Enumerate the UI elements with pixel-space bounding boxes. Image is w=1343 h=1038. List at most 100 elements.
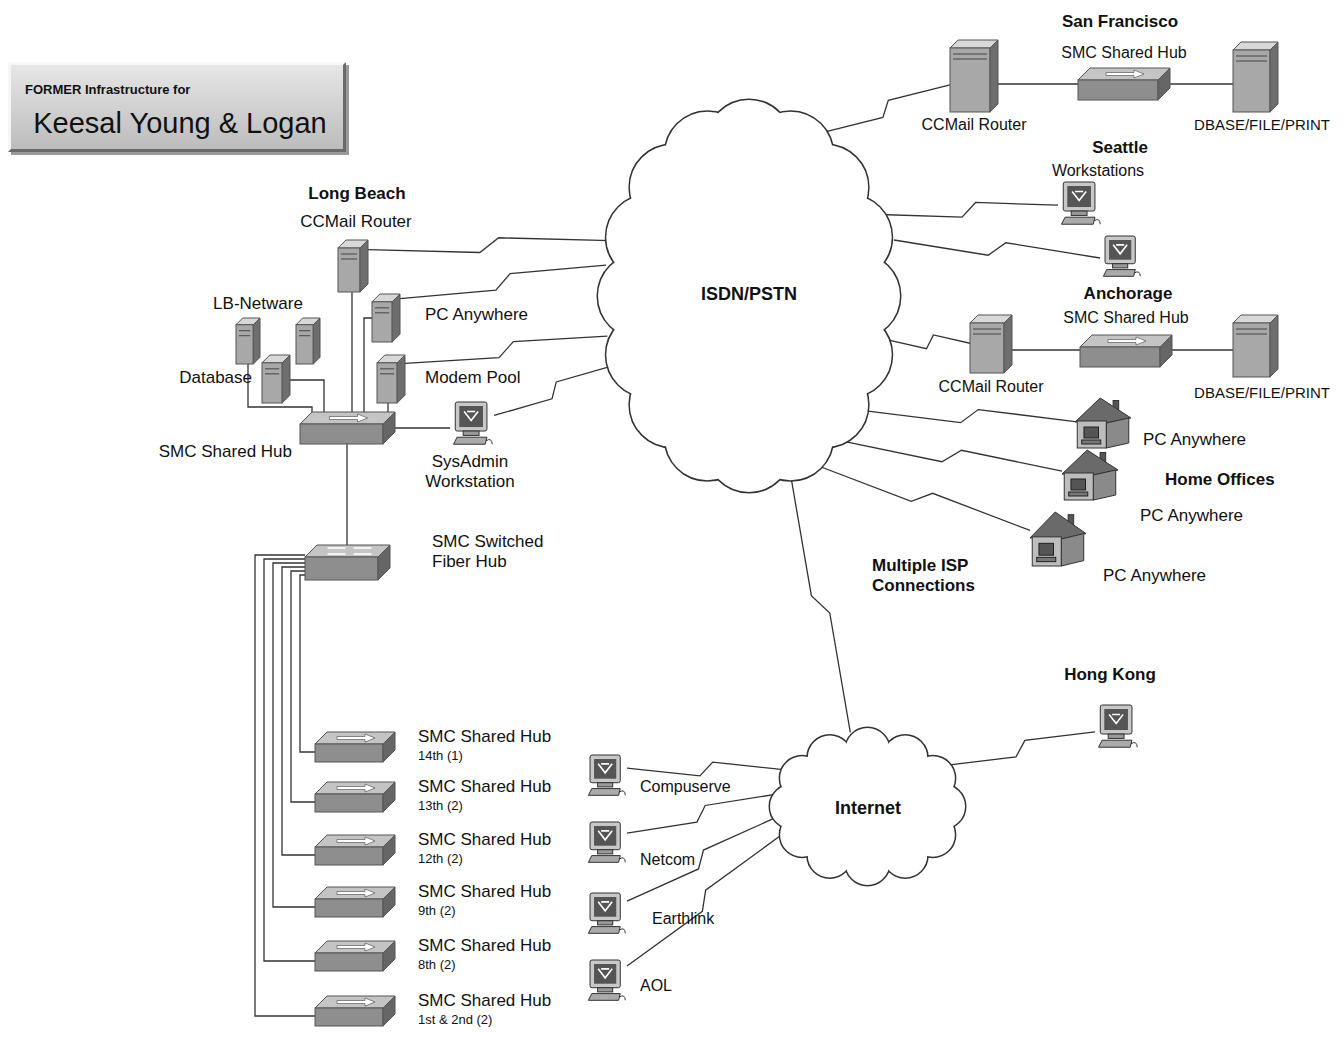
location-label: Home Offices — [1165, 470, 1275, 490]
network-cloud: ISDN/PSTN — [598, 100, 900, 492]
device-label: CCMail Router — [922, 116, 1027, 134]
device-icon — [315, 782, 395, 812]
house-side — [1093, 470, 1115, 500]
hub-arrow — [337, 837, 375, 845]
hub-front — [1080, 347, 1160, 367]
hub-node: SMC Shared Hub14th (1) — [315, 732, 395, 762]
seattle-second-workstation — [1103, 236, 1140, 276]
device-label: Workstations — [1052, 162, 1144, 180]
serial-link — [841, 441, 1062, 471]
monitor-stand — [598, 988, 613, 992]
hub-front — [315, 899, 383, 917]
server-side — [990, 40, 998, 112]
mouse-cable — [619, 791, 625, 795]
screen-symbol — [1113, 245, 1127, 254]
cloud-fill — [598, 100, 900, 492]
device-label: CCMail Router — [939, 378, 1044, 396]
device-icon — [315, 996, 395, 1026]
switch-arrow — [328, 553, 346, 555]
monitor-screen — [459, 406, 483, 427]
cloud-fill — [770, 728, 965, 885]
device-icon — [1030, 512, 1086, 566]
device-icon — [315, 941, 395, 971]
device-label: PC Anywhere — [425, 305, 528, 325]
workstation-node: Workstations — [1058, 182, 1102, 226]
monitor-screen — [594, 897, 616, 917]
device-icon — [315, 887, 395, 917]
server-slot — [375, 312, 389, 313]
device-label: CCMail Router — [300, 212, 411, 232]
device-label: SMC Shared Hub — [159, 442, 292, 462]
server-front — [372, 302, 392, 342]
monitor-stand — [463, 431, 479, 435]
server-slot — [953, 54, 987, 55]
keyboard — [588, 994, 620, 1001]
server-front — [1233, 323, 1270, 377]
keyboard — [1062, 217, 1095, 224]
server-slot — [953, 59, 987, 60]
device-label: DBASE/FILE/PRINT — [1194, 116, 1330, 133]
server-slot — [973, 334, 1001, 335]
hub-top — [315, 887, 395, 899]
house-body — [1064, 473, 1093, 500]
mouse-cable — [1134, 272, 1140, 276]
house-pc-base — [1082, 440, 1101, 444]
switch-arrow — [354, 547, 372, 549]
device-icon — [315, 732, 395, 762]
workstation-node: Compuserve — [585, 755, 627, 797]
device-icon — [1078, 68, 1170, 100]
floor-label: 1st & 2nd (2) — [418, 1013, 492, 1028]
lan-cable — [273, 563, 315, 907]
server-node: DBASE/FILE/PRINT — [1233, 315, 1278, 377]
device-icon — [1080, 335, 1172, 367]
floor-label: 13th (2) — [418, 799, 463, 814]
server-slot — [1236, 61, 1267, 62]
device-icon — [372, 294, 400, 342]
monitor-stand — [1071, 211, 1087, 215]
screen-symbol — [598, 764, 612, 773]
hub-front — [315, 953, 383, 971]
screen-symbol — [464, 412, 478, 421]
keyboard — [588, 927, 620, 934]
device-label: DBASE/FILE/PRINT — [1194, 384, 1330, 401]
house-pc-base — [1069, 492, 1088, 496]
lan-cable — [1170, 83, 1233, 84]
server-front — [236, 325, 253, 364]
hub-side — [383, 732, 395, 762]
server-side — [282, 355, 290, 403]
device-icon — [377, 355, 405, 403]
switch-node: SMC Switched Fiber Hub — [305, 545, 390, 580]
device-label: PC Anywhere — [1140, 506, 1243, 526]
workstation-node: SysAdmin Workstation — [450, 402, 494, 446]
mouse-cable — [1131, 743, 1137, 748]
device-label: Hong Kong — [1064, 665, 1156, 685]
server-slot — [375, 307, 389, 308]
server-node: CCMail Router — [338, 240, 368, 292]
house-pc — [1039, 543, 1054, 555]
lan-cable — [290, 380, 324, 412]
title-name: Keesal Young & Logan — [33, 107, 327, 140]
device-label: Internet — [835, 798, 901, 819]
server-front — [377, 363, 397, 403]
server-slot — [239, 330, 250, 331]
server-slot — [299, 330, 310, 331]
hub-node: SMC Shared Hub — [1080, 335, 1172, 367]
mouse-cable — [619, 996, 625, 1000]
server-slot — [341, 254, 357, 255]
hub-node: SMC Shared Hub12th (2) — [315, 835, 395, 865]
floor-label: 14th (1) — [418, 749, 463, 764]
device-icon — [1233, 315, 1278, 377]
server-side — [397, 355, 405, 403]
mouse-cable — [486, 440, 492, 445]
hub-node: SMC Shared Hub9th (2) — [315, 887, 395, 917]
hub-side — [378, 545, 390, 580]
device-label: SMC Shared Hub — [418, 882, 551, 902]
hub-side — [383, 941, 395, 971]
floor-label: 8th (2) — [418, 958, 456, 973]
monitor-screen — [1067, 186, 1091, 207]
screen-symbol — [598, 902, 612, 911]
monitor-screen — [1104, 709, 1128, 730]
mouse-cable — [619, 858, 625, 862]
device-label: SMC Shared Hub — [1061, 44, 1186, 62]
hub-side — [383, 835, 395, 865]
